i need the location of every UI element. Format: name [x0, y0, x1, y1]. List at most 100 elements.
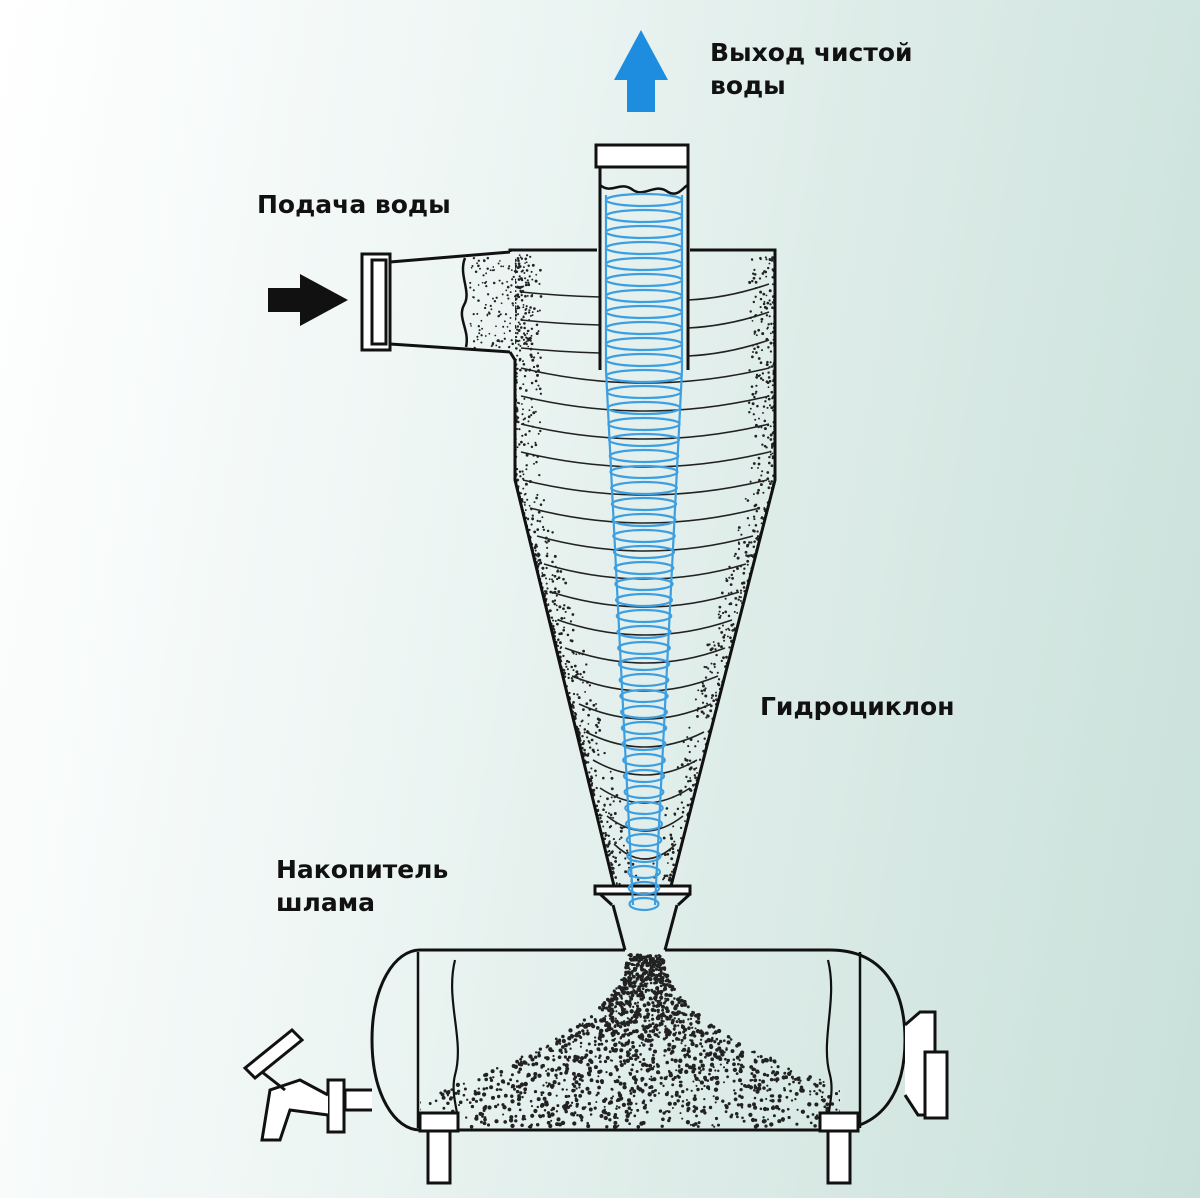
particle	[615, 1079, 620, 1084]
particle	[558, 605, 562, 609]
particle	[604, 1006, 609, 1010]
particle	[616, 991, 621, 996]
particle	[694, 1027, 697, 1030]
particle	[768, 299, 771, 302]
particle	[593, 1106, 597, 1110]
particle	[658, 977, 662, 981]
particle	[479, 1120, 483, 1124]
particle	[628, 995, 631, 998]
particle	[610, 1096, 613, 1100]
particle	[646, 988, 649, 991]
particle	[490, 1095, 496, 1100]
particle	[547, 1091, 552, 1097]
particle	[533, 1071, 538, 1077]
particle	[603, 1059, 608, 1064]
particle	[578, 1086, 581, 1089]
particle	[515, 285, 517, 288]
particle	[599, 795, 602, 798]
particle	[654, 999, 658, 1002]
particle	[635, 1102, 638, 1105]
particle	[759, 361, 763, 365]
particle	[615, 882, 618, 885]
particle	[469, 322, 472, 325]
particle	[610, 862, 613, 865]
particle	[627, 1112, 631, 1116]
particle	[752, 462, 756, 465]
particle	[500, 265, 503, 268]
particle	[561, 1088, 564, 1091]
particle	[884, 1114, 888, 1118]
vortex-ring	[613, 560, 675, 576]
particle	[500, 340, 504, 343]
particle	[518, 386, 522, 390]
particle	[614, 1019, 619, 1024]
particle	[589, 1060, 594, 1064]
particle	[657, 954, 660, 957]
particle	[510, 1123, 515, 1129]
particle	[671, 1011, 675, 1015]
particle	[521, 434, 524, 437]
particle	[526, 517, 530, 520]
particle	[713, 1040, 717, 1044]
particle	[725, 628, 728, 631]
particle	[687, 1026, 691, 1030]
particle	[659, 1081, 663, 1085]
particle	[753, 273, 757, 276]
particle	[586, 1029, 589, 1032]
particle	[759, 483, 763, 487]
particle	[454, 1091, 458, 1095]
particle	[515, 313, 518, 317]
particle	[530, 342, 534, 346]
particle	[556, 622, 559, 626]
particle	[541, 566, 545, 570]
particle	[575, 670, 579, 674]
particle	[519, 475, 522, 478]
particle	[538, 282, 541, 285]
particle	[621, 1011, 626, 1016]
particle	[698, 758, 702, 761]
particle	[393, 1110, 396, 1113]
particle	[695, 767, 698, 770]
particle	[808, 1075, 812, 1079]
particle	[636, 1001, 639, 1004]
particle	[705, 665, 708, 669]
particle	[682, 1019, 685, 1022]
particle	[676, 1099, 680, 1103]
particle	[671, 1044, 676, 1050]
particle	[672, 863, 675, 867]
particle	[689, 1017, 693, 1021]
particle	[517, 278, 521, 281]
vortex-ring	[620, 720, 668, 736]
particle	[753, 1124, 758, 1129]
particle	[517, 313, 520, 316]
particle	[518, 443, 521, 446]
particle	[737, 541, 740, 544]
particle	[754, 1118, 758, 1122]
particle	[553, 599, 557, 602]
particle	[515, 326, 517, 329]
particle	[687, 1101, 691, 1105]
particle	[560, 616, 564, 620]
particle	[756, 345, 760, 349]
particle	[547, 1114, 552, 1119]
particle	[399, 1110, 403, 1114]
particle	[681, 1104, 685, 1108]
particle	[635, 1010, 640, 1014]
particle	[522, 306, 525, 309]
particle	[566, 606, 570, 610]
particle	[765, 1107, 770, 1111]
particle	[609, 1059, 612, 1062]
particle	[410, 1123, 413, 1126]
particle	[755, 334, 758, 337]
particle	[515, 264, 518, 268]
particle	[719, 614, 722, 617]
particle	[529, 314, 532, 317]
particle	[694, 745, 697, 748]
particle	[539, 421, 541, 424]
particle	[750, 385, 754, 388]
particle	[515, 1079, 519, 1083]
particle	[522, 266, 525, 269]
particle	[590, 775, 593, 778]
vortex-ring	[610, 496, 678, 512]
particle	[628, 953, 633, 958]
